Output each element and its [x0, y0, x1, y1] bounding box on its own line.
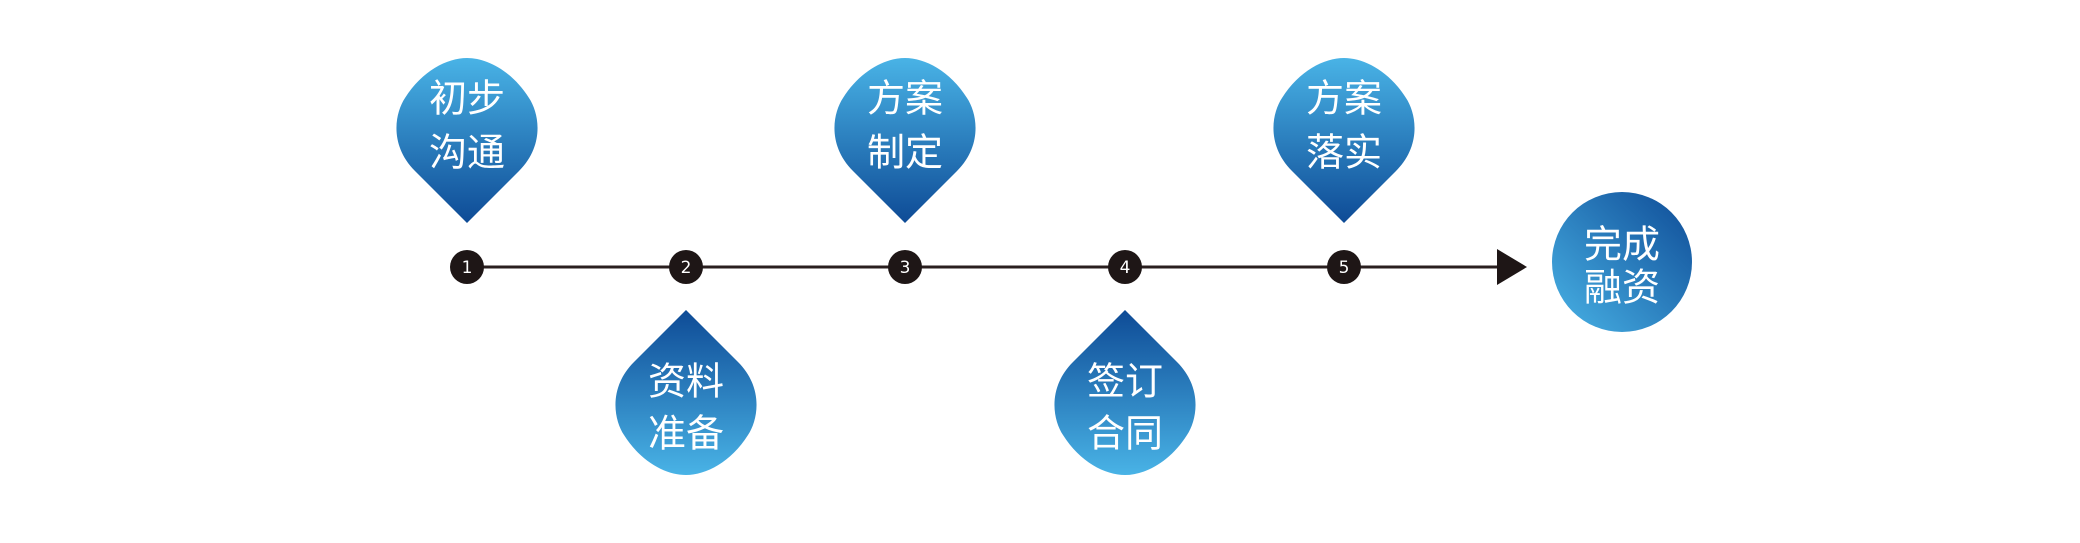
- step-number-label: 2: [681, 258, 692, 278]
- step-drop-shape: [1273, 58, 1415, 223]
- step-label-line1: 签订: [1087, 360, 1163, 404]
- step-marker-5: 5: [1327, 250, 1361, 284]
- step-drop-shape: [615, 310, 757, 475]
- step-label-line1: 初步: [429, 77, 505, 121]
- step-label-line2: 合同: [1087, 412, 1163, 456]
- timeline-arrowhead-icon: [1497, 249, 1527, 285]
- step-label-line1: 资料: [648, 360, 724, 404]
- step-number-label: 4: [1120, 258, 1131, 278]
- final-circle-shape: [1552, 192, 1692, 332]
- final-label-line2: 融资: [1584, 266, 1660, 310]
- step-drop-shape: [1054, 310, 1196, 475]
- step-marker-dot: [888, 250, 922, 284]
- step-number-label: 1: [462, 258, 473, 278]
- final-step-circle: 完成 融资: [1552, 192, 1692, 332]
- final-label-line1: 完成: [1584, 223, 1660, 267]
- step-drop-shape: [396, 58, 538, 223]
- step-marker-dot: [669, 250, 703, 284]
- step-marker-dot: [1108, 250, 1142, 284]
- step-marker-dot: [450, 250, 484, 284]
- step-drop-shape: [834, 58, 976, 223]
- step-marker-2: 2: [669, 250, 703, 284]
- step-marker-dot: [1327, 250, 1361, 284]
- step-number-label: 3: [900, 258, 911, 278]
- step-label-line1: 方案: [1306, 77, 1382, 121]
- step-marker-3: 3: [888, 250, 922, 284]
- step-label-line2: 落实: [1306, 131, 1382, 175]
- step-label-line1: 方案: [867, 77, 943, 121]
- step-marker-1: 1: [450, 250, 484, 284]
- step-label-line2: 沟通: [429, 131, 505, 175]
- step-number-label: 5: [1339, 258, 1350, 278]
- step-label-line2: 制定: [867, 131, 943, 175]
- step-label-line2: 准备: [648, 412, 724, 456]
- step-marker-4: 4: [1108, 250, 1142, 284]
